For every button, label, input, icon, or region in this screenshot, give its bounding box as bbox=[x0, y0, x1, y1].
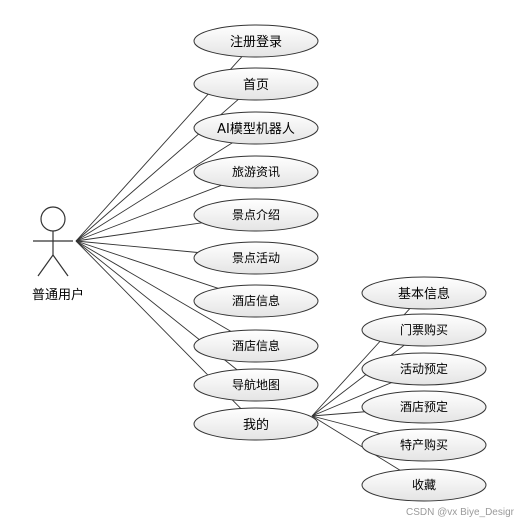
sub-use-case-basic-info[interactable]: 基本信息 bbox=[361, 276, 487, 310]
sub-use-case-activity-booking[interactable]: 活动预定 bbox=[361, 352, 487, 386]
sub-association-line-5 bbox=[311, 415, 401, 471]
use-case-label: 酒店信息 bbox=[232, 338, 280, 353]
use-case-label: 景点活动 bbox=[232, 251, 280, 265]
sub-association-line-3 bbox=[311, 411, 365, 417]
use-case-label: 酒店信息 bbox=[232, 293, 280, 308]
sub-use-case-favorites[interactable]: 收藏 bbox=[361, 468, 487, 502]
association-line-6 bbox=[75, 240, 219, 289]
use-case-scenic-activity[interactable]: 景点活动 bbox=[193, 241, 319, 275]
sub-use-case-label: 门票购买 bbox=[400, 322, 448, 337]
sub-use-case-group: 基本信息 门票购买 活动预定 酒店预定 特产购买 收藏 bbox=[361, 276, 487, 502]
sub-association-line-4 bbox=[311, 415, 381, 435]
use-case-home[interactable]: 首页 bbox=[193, 67, 319, 101]
use-case-hotel-info-2[interactable]: 酒店信息 bbox=[193, 329, 319, 363]
use-case-ai-robot[interactable]: AI模型机器人 bbox=[193, 111, 319, 145]
sub-use-case-ticket-purchase[interactable]: 门票购买 bbox=[361, 313, 487, 347]
sub-use-case-label: 活动预定 bbox=[400, 361, 448, 376]
use-case-mine[interactable]: 我的 bbox=[193, 407, 319, 441]
use-case-label: 旅游资讯 bbox=[232, 165, 280, 179]
association-line-3 bbox=[75, 184, 222, 242]
association-line-7 bbox=[75, 240, 232, 332]
actor-left-leg bbox=[37, 254, 54, 277]
actor-name: 普通用户 bbox=[32, 287, 84, 303]
watermark: CSDN @vx Biye_Desigr bbox=[406, 507, 515, 518]
association-line-5 bbox=[75, 240, 198, 253]
use-case-scenic-intro[interactable]: 景点介绍 bbox=[193, 198, 319, 232]
actor-head bbox=[40, 206, 66, 232]
use-case-label: 首页 bbox=[243, 78, 269, 93]
sub-use-case-label: 酒店预定 bbox=[400, 399, 448, 414]
association-line-2 bbox=[75, 142, 233, 242]
sub-use-case-label: 收藏 bbox=[412, 478, 436, 492]
use-case-label: 我的 bbox=[243, 417, 269, 433]
use-case-label: 导航地图 bbox=[232, 377, 280, 392]
sub-association-line-2 bbox=[311, 382, 392, 417]
use-case-label: 景点介绍 bbox=[232, 208, 280, 222]
sub-use-case-label: 特产购买 bbox=[400, 437, 448, 452]
use-case-label: AI模型机器人 bbox=[217, 122, 295, 137]
sub-use-case-specialty-purchase[interactable]: 特产购买 bbox=[361, 428, 487, 462]
use-case-group: 注册登录 首页 AI模型机器人 旅游资讯 景点介绍 景点活动 酒店信息 酒店信 bbox=[193, 24, 319, 441]
actor-right-leg bbox=[52, 254, 69, 277]
use-case-hotel-info-1[interactable]: 酒店信息 bbox=[193, 284, 319, 318]
use-case-nav-map[interactable]: 导航地图 bbox=[193, 368, 319, 402]
association-line-4 bbox=[75, 222, 202, 242]
use-case-register-login[interactable]: 注册登录 bbox=[193, 24, 319, 58]
actor-figure bbox=[33, 206, 73, 277]
sub-use-case-label: 基本信息 bbox=[398, 286, 450, 302]
sub-use-case-hotel-booking[interactable]: 酒店预定 bbox=[361, 390, 487, 424]
use-case-label: 注册登录 bbox=[230, 35, 282, 50]
use-case-travel-news[interactable]: 旅游资讯 bbox=[193, 155, 319, 189]
